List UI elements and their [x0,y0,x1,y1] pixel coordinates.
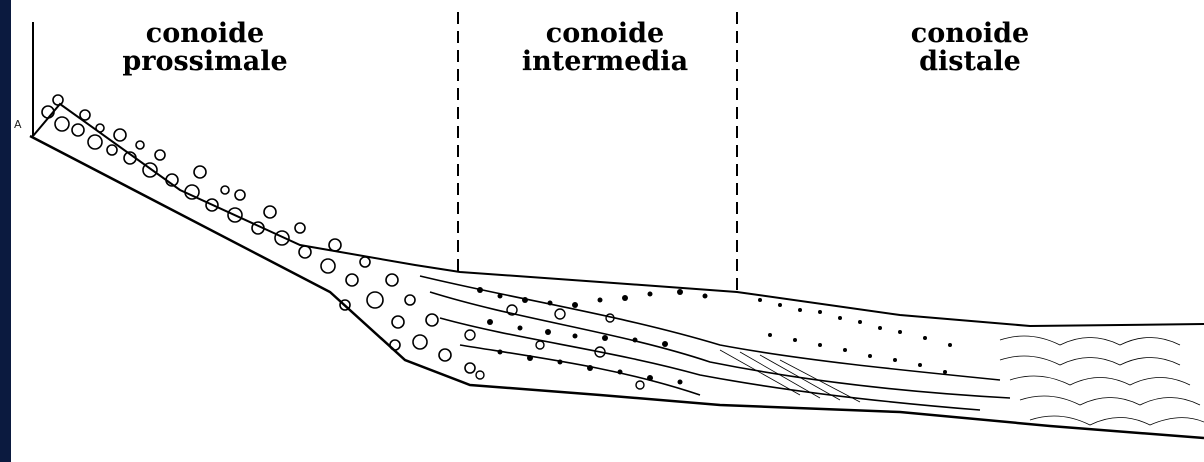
cross-lamination-distal [720,336,1204,425]
deposit-top-surface [33,104,1204,326]
marker-letter: A [14,118,22,131]
label-intermediate-fan: conoide intermedia [515,20,695,76]
label-proximal-line1: conoide [120,20,290,48]
label-intermediate-line2: intermedia [515,48,695,76]
label-distal-line1: conoide [895,20,1045,48]
pebble-outlines-intermediate [465,305,644,389]
label-distal-fan: conoide distale [895,20,1045,76]
pebbles-intermediate [477,287,708,385]
bedding-lines [420,276,1010,410]
label-intermediate-line1: conoide [515,20,695,48]
label-proximal-line2: prossimale [120,48,290,76]
label-distal-line2: distale [895,48,1045,76]
label-proximal-fan: conoide prossimale [120,20,290,76]
bedrock-base-line [30,136,1204,438]
